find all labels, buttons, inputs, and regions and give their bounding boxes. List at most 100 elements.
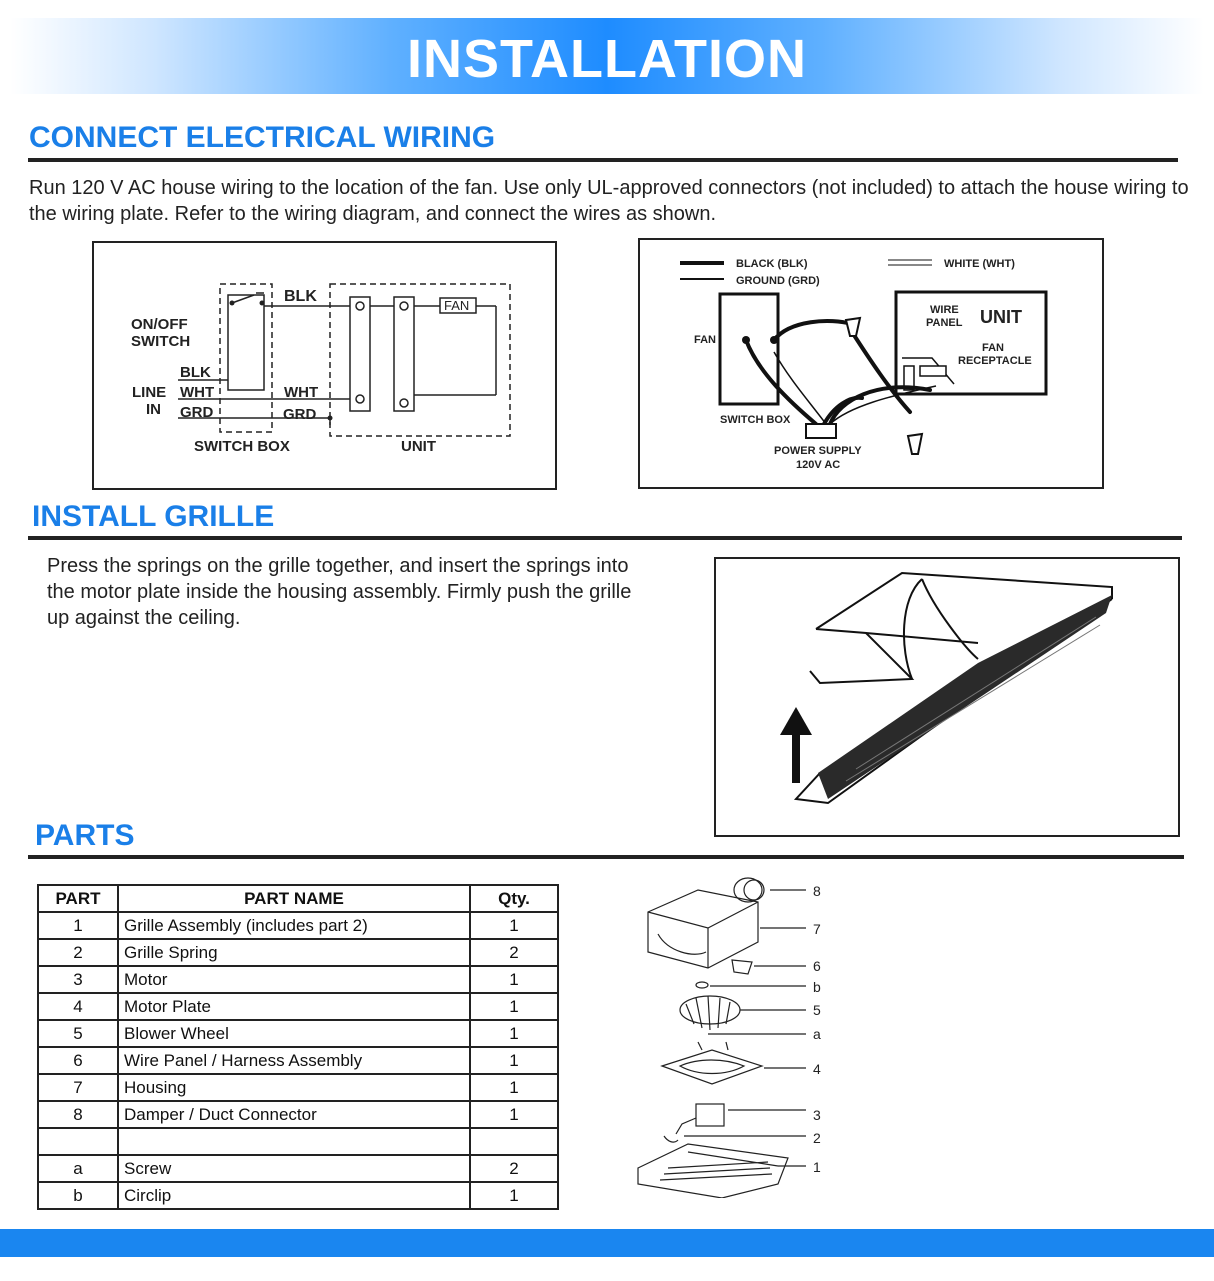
callout-a: a <box>813 1026 821 1042</box>
exploded-parts-diagram: 8 7 6 b 5 a 4 3 2 1 <box>628 872 838 1198</box>
callout-4: 4 <box>813 1061 821 1077</box>
part-name: Grille Assembly (includes part 2) <box>117 911 471 940</box>
part-qty: 1 <box>469 1181 559 1210</box>
part-qty: 1 <box>469 911 559 940</box>
switch-box-shape <box>718 292 780 406</box>
callout-b: b <box>813 979 821 995</box>
part-qty <box>469 1127 559 1156</box>
part-name: Motor <box>117 965 471 994</box>
wiring-pictorial: BLACK (BLK) GROUND (GRD) WHITE (WHT) FAN… <box>638 238 1104 489</box>
schematic-fan: FAN <box>444 298 469 313</box>
schematic-blk-top: BLK <box>284 288 317 305</box>
parts-heading: PARTS <box>35 819 135 852</box>
part-name <box>117 1127 471 1156</box>
schematic-grd-right: GRD <box>283 406 317 423</box>
callout-1: 1 <box>813 1159 821 1175</box>
footer-bar <box>0 1229 1214 1257</box>
unit-box-shape <box>894 290 1048 396</box>
part-qty: 1 <box>469 1100 559 1129</box>
pictorial-fan: FAN <box>694 334 716 346</box>
pictorial-panel: PANEL <box>926 317 963 329</box>
legend-white: WHITE (WHT) <box>944 258 1015 270</box>
part-qty: 2 <box>469 1154 559 1183</box>
schematic-grd-left: GRD <box>180 404 214 421</box>
part-qty: 1 <box>469 1046 559 1075</box>
part-name: Damper / Duct Connector <box>117 1100 471 1129</box>
part-number: 2 <box>37 938 119 967</box>
part-number: 8 <box>37 1100 119 1129</box>
table-header-row: PART PART NAME Qty. <box>37 884 559 913</box>
part-number: a <box>37 1154 119 1183</box>
callout-7: 7 <box>813 921 821 937</box>
part-name: Wire Panel / Harness Assembly <box>117 1046 471 1075</box>
part-number: 4 <box>37 992 119 1021</box>
part-number: 6 <box>37 1046 119 1075</box>
title-banner: INSTALLATION <box>10 18 1204 94</box>
part-qty: 1 <box>469 1073 559 1102</box>
pictorial-switch-box: SWITCH BOX <box>720 414 791 426</box>
grille-text-line-3: up against the ceiling. <box>47 607 241 629</box>
wiring-heading: CONNECT ELECTRICAL WIRING <box>29 121 496 154</box>
part-name: Blower Wheel <box>117 1019 471 1048</box>
part-number: 1 <box>37 911 119 940</box>
part-number: 5 <box>37 1019 119 1048</box>
part-number: b <box>37 1181 119 1210</box>
header-part-name: PART NAME <box>117 884 471 913</box>
part-number: 3 <box>37 965 119 994</box>
part-qty: 1 <box>469 992 559 1021</box>
part-number <box>37 1127 119 1156</box>
pictorial-volts: 120V AC <box>796 459 840 471</box>
grille-text-line-2: the motor plate inside the housing assem… <box>47 581 632 603</box>
legend-black: BLACK (BLK) <box>736 258 808 270</box>
table-row <box>37 1127 559 1156</box>
callout-8: 8 <box>813 883 821 899</box>
part-name: Motor Plate <box>117 992 471 1021</box>
grille-text-line-1: Press the springs on the grille together… <box>47 555 629 577</box>
pictorial-fan-receptacle-2: RECEPTACLE <box>958 355 1032 367</box>
pictorial-fan-receptacle-1: FAN <box>982 342 1004 354</box>
pictorial-wire: WIRE <box>930 304 959 316</box>
callout-6: 6 <box>813 958 821 974</box>
callout-5: 5 <box>813 1002 821 1018</box>
schematic-on-off: ON/OFF <box>131 316 188 333</box>
grille-heading: INSTALL GRILLE <box>32 500 275 533</box>
part-name: Grille Spring <box>117 938 471 967</box>
schematic-switch: SWITCH <box>131 333 190 350</box>
schematic-switch-box: SWITCH BOX <box>194 438 290 455</box>
pictorial-unit: UNIT <box>980 307 1022 327</box>
schematic-wht-right: WHT <box>284 384 318 401</box>
callout-2: 2 <box>813 1130 821 1146</box>
part-name: Circlip <box>117 1181 471 1210</box>
callout-3: 3 <box>813 1107 821 1123</box>
schematic-unit: UNIT <box>401 438 436 455</box>
legend-ground: GROUND (GRD) <box>736 275 820 287</box>
part-qty: 2 <box>469 938 559 967</box>
wiring-text: Run 120 V AC house wiring to the locatio… <box>29 177 1189 225</box>
pictorial-power-supply: POWER SUPPLY <box>774 445 862 457</box>
schematic-line: LINE <box>132 384 166 401</box>
page-title: INSTALLATION <box>407 29 807 89</box>
part-number: 7 <box>37 1073 119 1102</box>
schematic-in: IN <box>146 401 161 418</box>
parts-rule <box>28 855 1184 859</box>
header-part: PART <box>37 884 119 913</box>
schematic-wht-left: WHT <box>180 384 214 401</box>
header-qty: Qty. <box>469 884 559 913</box>
part-name: Housing <box>117 1073 471 1102</box>
part-qty: 1 <box>469 965 559 994</box>
wiring-schematic: BLK FAN ON/OFF SWITCH BLK LINE IN WHT GR… <box>92 241 557 490</box>
grille-rule <box>28 536 1182 540</box>
wiring-rule <box>28 158 1178 162</box>
schematic-blk: BLK <box>180 364 211 381</box>
part-qty: 1 <box>469 1019 559 1048</box>
